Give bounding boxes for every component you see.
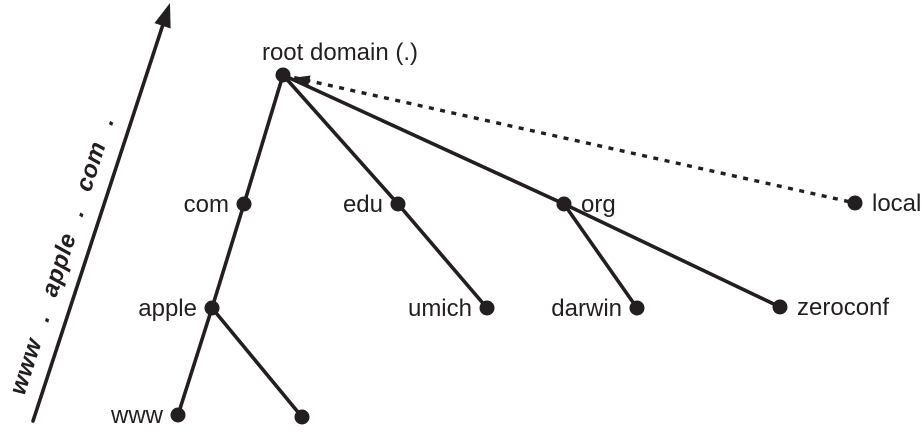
node-label-org: org (581, 191, 616, 218)
node-label-darwin: darwin (551, 295, 622, 322)
node-label-zeroconf: zeroconf (797, 294, 889, 321)
node-unnamed (294, 409, 310, 425)
fqdn-arrowhead (154, 3, 171, 29)
node-root (275, 67, 291, 83)
node-label-root: root domain (.) (262, 39, 418, 66)
node-zeroconf (772, 299, 788, 315)
node-darwin (629, 300, 645, 316)
node-label-apple: apple (138, 295, 197, 322)
node-label-edu: edu (343, 191, 383, 218)
edge-root-org (281, 73, 566, 206)
edge-root-edu (281, 73, 400, 206)
node-apple (204, 300, 220, 316)
fqdn-arrow-shaft (31, 20, 166, 423)
edge-org-zeroconf (562, 202, 782, 309)
node-local (847, 195, 863, 211)
node-umich (479, 300, 495, 316)
node-label-com: com (184, 191, 229, 218)
edge-edu-umich (396, 202, 489, 310)
node-edu (390, 196, 406, 212)
node-label-www: www (110, 402, 164, 429)
node-label-umich: umich (408, 295, 472, 322)
edge-root-local (282, 73, 856, 205)
node-com (236, 196, 252, 212)
edge-apple-www (176, 306, 214, 417)
node-www (170, 407, 186, 423)
edge-com-apple (210, 202, 246, 310)
node-label-local: local (872, 190, 921, 217)
node-org (556, 196, 572, 212)
edge-apple-unnamed (210, 306, 304, 419)
edge-org-darwin (562, 202, 639, 310)
edge-arrowhead-root (294, 75, 311, 87)
edge-root-com (242, 73, 285, 206)
